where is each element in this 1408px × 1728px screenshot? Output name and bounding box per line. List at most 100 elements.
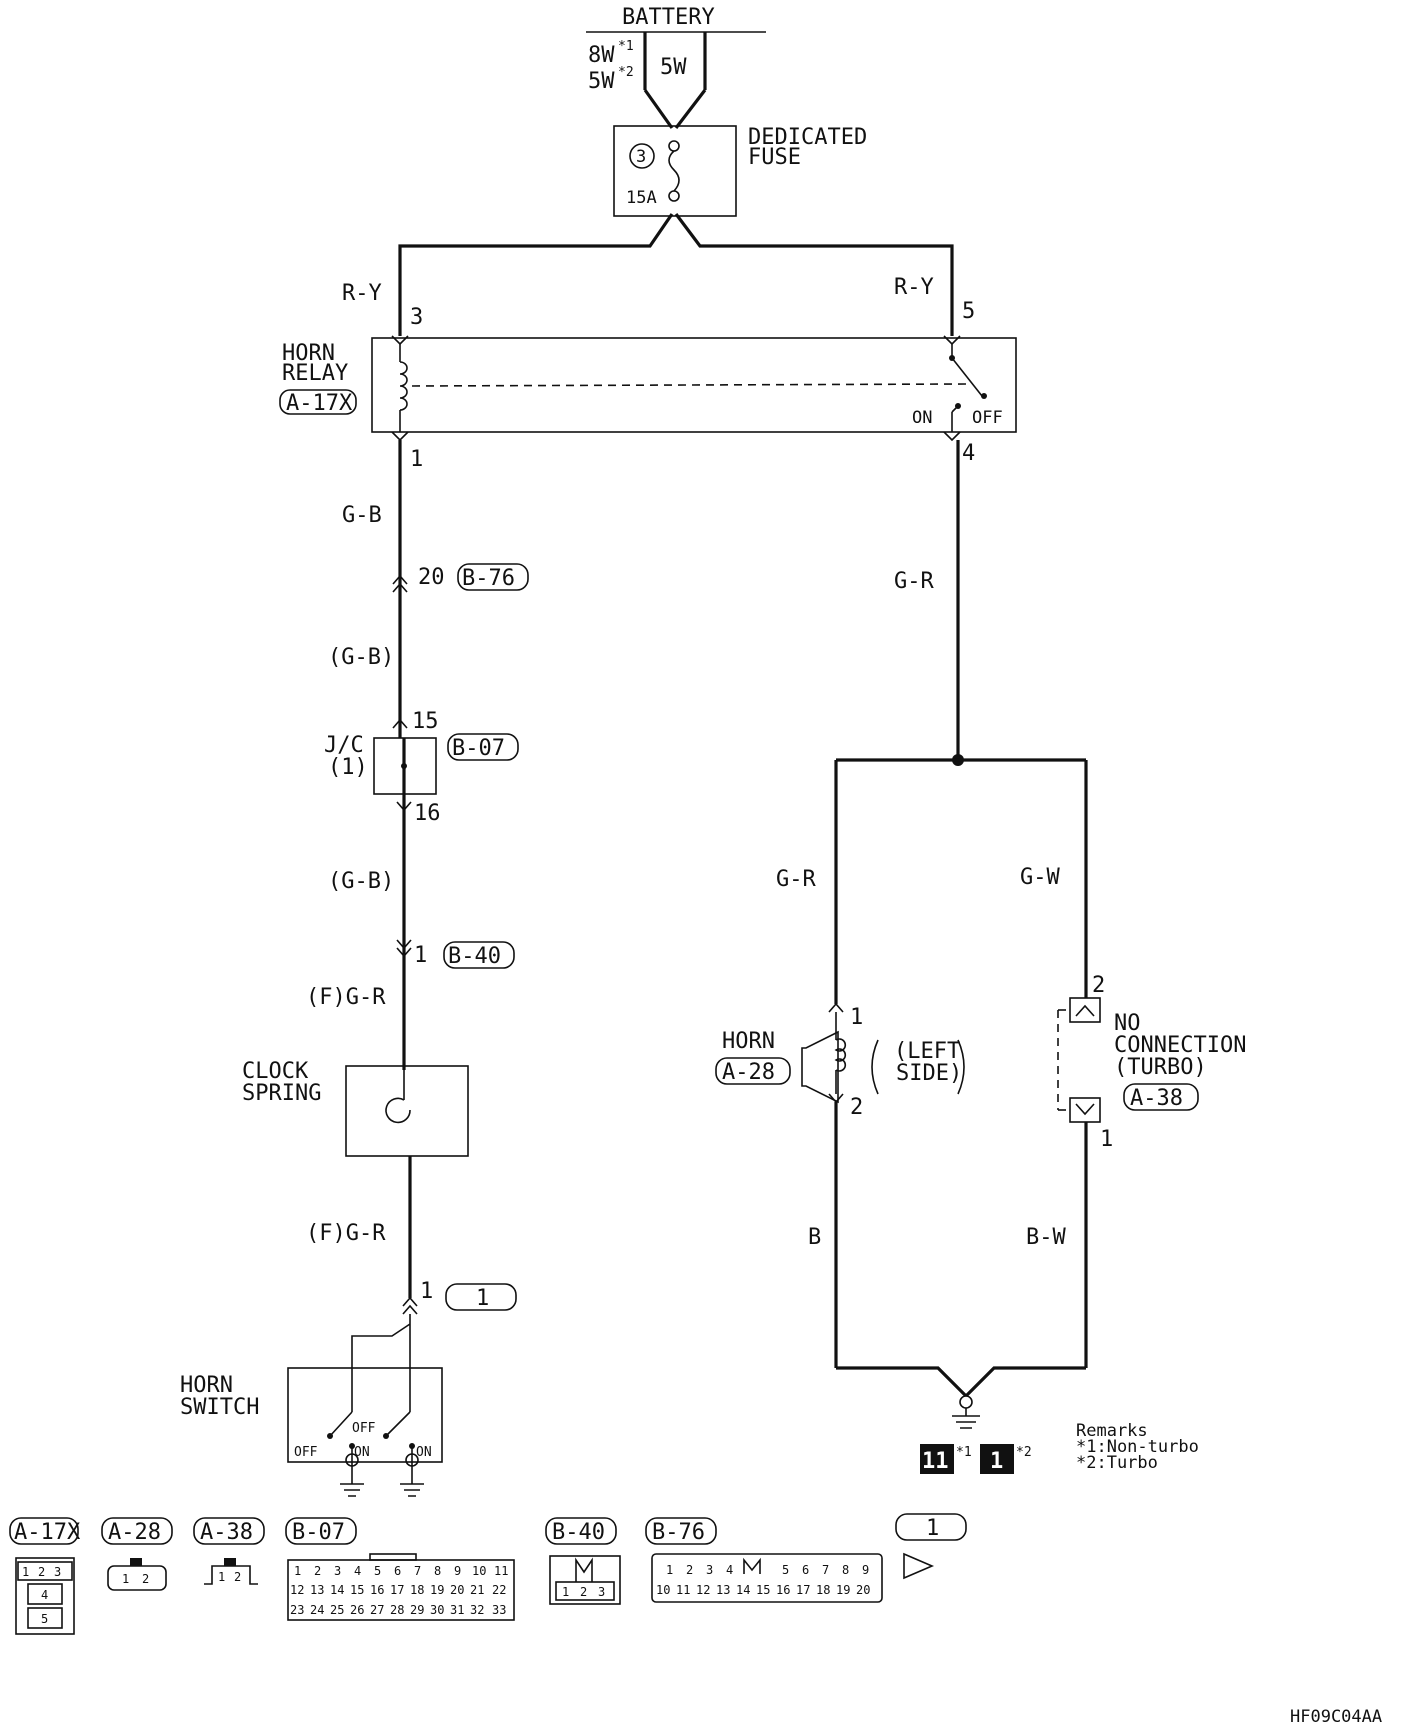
svg-text:A-28: A-28 [108, 1520, 161, 1545]
svg-text:25: 25 [330, 1603, 344, 1617]
svg-text:9: 9 [454, 1564, 461, 1578]
svg-text:33: 33 [492, 1603, 506, 1617]
b76-label: B-76 [462, 566, 515, 591]
ground-mark-1: *1 [956, 1445, 972, 1460]
svg-text:1: 1 [562, 1585, 569, 1599]
svg-text:5: 5 [374, 1564, 381, 1578]
connector-view-a17x: A-17X 1 2 3 4 5 [9, 1517, 81, 1635]
svg-text:7: 7 [822, 1563, 829, 1577]
horn-switch: OFF ON OFF ON HORN SWITCH [180, 1314, 443, 1497]
svg-text:2: 2 [580, 1585, 587, 1599]
svg-text:3: 3 [334, 1564, 341, 1578]
ground-point [952, 1395, 980, 1429]
svg-text:10: 10 [656, 1583, 670, 1597]
b40-label: B-40 [448, 944, 501, 969]
remarks-line2: *2:Turbo [1076, 1453, 1158, 1473]
relay-off: OFF [972, 408, 1003, 428]
ground-codes: 11 *1 1 *2 [920, 1444, 1032, 1474]
horn-connector: A-28 [722, 1060, 775, 1085]
svg-text:B-40: B-40 [552, 1520, 605, 1545]
no-connection-label-line2: CONNECTION [1114, 1033, 1246, 1058]
wire-size-main: 5W [660, 55, 687, 80]
horn-pin-1: 1 [850, 1005, 863, 1030]
no-connection-label-line1: NO [1114, 1011, 1141, 1036]
svg-text:2: 2 [686, 1563, 693, 1577]
fuse-label-line2: FUSE [748, 145, 801, 170]
b76-row2: 10 11 12 13 14 15 16 17 18 19 20 [656, 1583, 870, 1597]
svg-text:26: 26 [350, 1603, 364, 1617]
wire-turbo-branch: G-W [1020, 865, 1060, 890]
relay-pin-3: 3 [410, 305, 423, 330]
horn-relay: HORN RELAY A-17X ON OFF [279, 335, 1017, 442]
svg-text:11: 11 [676, 1583, 690, 1597]
svg-text:2: 2 [314, 1564, 321, 1578]
svg-text:15: 15 [350, 1583, 364, 1597]
fuse-label-line1: DEDICATED [748, 125, 867, 150]
wire-left-top: R-Y [342, 281, 382, 306]
clock-spring: CLOCK SPRING [242, 1059, 469, 1157]
svg-text:31: 31 [450, 1603, 464, 1617]
no-connection-connector: A-38 [1130, 1086, 1183, 1111]
horn-switch-label-line1: HORN [180, 1373, 233, 1398]
ground-mark-2: *2 [1016, 1445, 1032, 1460]
b07-row1: 1 2 3 4 5 6 7 8 9 10 11 [294, 1564, 508, 1578]
svg-text:1: 1 [22, 1565, 29, 1579]
no-connection-label-line3: (TURBO) [1114, 1055, 1207, 1080]
wire-right-top: R-Y [894, 275, 934, 300]
horn-pin-2: 2 [850, 1095, 863, 1120]
svg-text:4: 4 [726, 1563, 733, 1577]
svg-text:B-76: B-76 [652, 1520, 705, 1545]
remarks: Remarks *1:Non-turbo *2:Turbo [1076, 1421, 1199, 1473]
svg-text:B-07: B-07 [292, 1520, 345, 1545]
wire-size-non-turbo: 8W [588, 43, 615, 68]
svg-text:20: 20 [856, 1583, 870, 1597]
relay-pin-4: 4 [962, 441, 975, 466]
svg-text:13: 13 [716, 1583, 730, 1597]
svg-text:4: 4 [41, 1588, 48, 1602]
svg-text:14: 14 [330, 1583, 344, 1597]
horn-switch-label-line2: SWITCH [180, 1395, 259, 1420]
connector-view-b76: B-76 1 2 3 4 5 6 7 8 9 10 11 12 13 14 15… [645, 1517, 883, 1603]
svg-text:18: 18 [410, 1583, 424, 1597]
svg-text:23: 23 [290, 1603, 304, 1617]
svg-text:8: 8 [842, 1563, 849, 1577]
relay-pin-5: 5 [962, 299, 975, 324]
svg-text:22: 22 [492, 1583, 506, 1597]
svg-text:29: 29 [410, 1603, 424, 1617]
svg-text:A-17X: A-17X [14, 1520, 81, 1545]
remarks-line1: *1:Non-turbo [1076, 1437, 1199, 1457]
svg-text:21: 21 [470, 1583, 484, 1597]
b07-row3: 23 24 25 26 27 28 29 30 31 32 33 [290, 1603, 506, 1617]
wire-horn-branch: G-R [776, 867, 816, 892]
junction-connector-jc1: 15 J/C (1) B-07 16 [324, 709, 519, 826]
svg-text:3: 3 [706, 1563, 713, 1577]
relay-pin-1: 1 [410, 447, 423, 472]
svg-text:1: 1 [926, 1516, 939, 1541]
remarks-title: Remarks [1076, 1421, 1148, 1441]
svg-text:1: 1 [122, 1572, 129, 1586]
horn-switch-off-right: OFF [352, 1421, 376, 1436]
svg-text:6: 6 [802, 1563, 809, 1577]
horn-side-line2: SIDE) [896, 1061, 962, 1086]
svg-text:16: 16 [776, 1583, 790, 1597]
relay-on: ON [912, 408, 932, 428]
svg-text:24: 24 [310, 1603, 324, 1617]
wire-size-turbo: 5W [588, 69, 615, 94]
battery-label: BATTERY [622, 5, 715, 30]
svg-text:5: 5 [41, 1612, 48, 1626]
svg-text:2: 2 [38, 1565, 45, 1579]
svg-text:2: 2 [142, 1572, 149, 1586]
jc-label-line2: (1) [328, 755, 368, 780]
jc-pin-in: 15 [412, 709, 439, 734]
jc-label-line1: J/C [324, 733, 364, 758]
clock-label-line1: CLOCK [242, 1059, 309, 1084]
svg-text:20: 20 [450, 1583, 464, 1597]
clock-label-line2: SPRING [242, 1081, 321, 1106]
b76-pin: 20 [418, 565, 445, 590]
svg-text:9: 9 [862, 1563, 869, 1577]
svg-text:32: 32 [470, 1603, 484, 1617]
connector-view-b07: B-07 1 2 3 4 5 6 7 8 9 10 11 12 13 14 15… [285, 1517, 515, 1621]
svg-text:17: 17 [796, 1583, 810, 1597]
svg-text:17: 17 [390, 1583, 404, 1597]
